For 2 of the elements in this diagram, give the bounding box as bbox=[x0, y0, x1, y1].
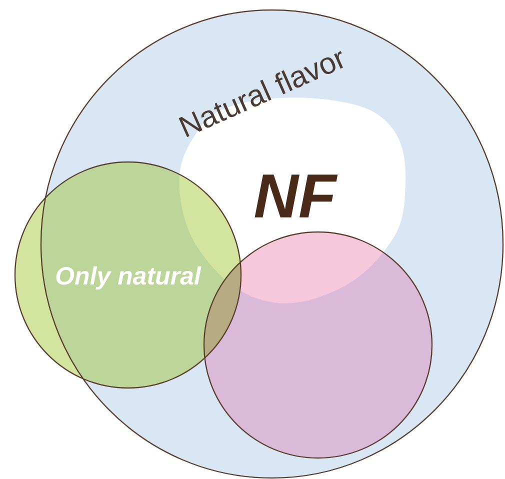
right-circle bbox=[203, 231, 433, 459]
nf-label: NF bbox=[254, 174, 338, 218]
